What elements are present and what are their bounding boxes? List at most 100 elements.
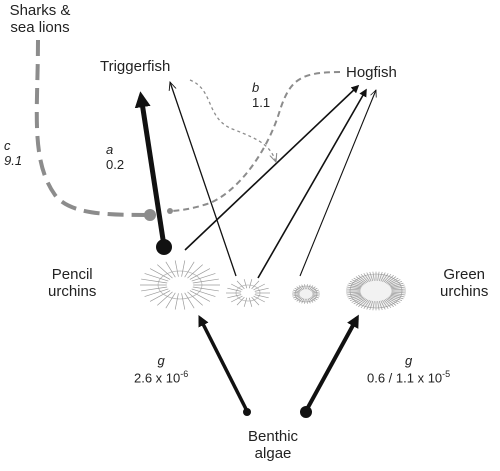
urchin-spine bbox=[296, 297, 302, 302]
urchin-spine bbox=[389, 295, 403, 302]
urchin-spine bbox=[292, 291, 300, 294]
urchin-spine bbox=[382, 273, 389, 282]
urchin-spine bbox=[351, 296, 364, 303]
urchin-spine bbox=[311, 296, 318, 301]
urchin-spine bbox=[157, 291, 173, 306]
urchin-spine bbox=[378, 271, 383, 282]
urchin-spine bbox=[388, 296, 401, 303]
algae-left-circle bbox=[243, 408, 251, 416]
urchin-spine bbox=[298, 285, 303, 291]
urchin-spine bbox=[366, 300, 372, 310]
urchin-spine bbox=[236, 280, 245, 290]
triggerfish-small-urchin-arrow bbox=[170, 82, 237, 277]
urchin-spine bbox=[187, 264, 203, 279]
urchin-spine bbox=[309, 285, 314, 291]
urchin-spine bbox=[248, 279, 253, 289]
urchin-spine bbox=[391, 286, 406, 290]
urchin-spine bbox=[386, 298, 397, 306]
triggerfish-label: Triggerfish bbox=[100, 58, 171, 75]
urchin-spine bbox=[382, 300, 389, 309]
urchin-spine bbox=[189, 290, 211, 302]
urchin-spine bbox=[390, 294, 404, 300]
shark-interaction-dashed-line bbox=[34, 39, 151, 217]
urchin-spine bbox=[253, 295, 266, 303]
urchin-spine bbox=[390, 282, 404, 288]
urchin-spine bbox=[349, 280, 363, 287]
urchin-spine bbox=[306, 284, 308, 290]
urchin-spine bbox=[294, 287, 301, 292]
urchin-spine bbox=[311, 289, 319, 293]
urchin-spine bbox=[309, 297, 314, 303]
urchin-spine bbox=[346, 286, 361, 290]
urchin-spine bbox=[347, 293, 362, 298]
urchin-spine bbox=[301, 298, 305, 304]
urchin-spine bbox=[391, 288, 406, 291]
urchin-spine bbox=[230, 283, 243, 291]
urchin-spine bbox=[191, 288, 216, 297]
urchin-spine bbox=[377, 301, 380, 311]
urchin-spine bbox=[307, 298, 311, 304]
hogfish-interaction-circle bbox=[167, 208, 173, 214]
hogfish-label: Hogfish bbox=[346, 64, 397, 81]
urchin-spine bbox=[184, 261, 195, 278]
urchin-spine bbox=[141, 286, 168, 292]
urchin-spine bbox=[236, 296, 245, 306]
urchin-spine bbox=[191, 273, 216, 282]
urchin-spine bbox=[292, 294, 300, 297]
urchin-spine bbox=[387, 277, 399, 285]
urchin-spine bbox=[192, 278, 219, 284]
urchin-spine bbox=[294, 296, 301, 301]
urchin-spine bbox=[174, 260, 179, 277]
urchin-spine bbox=[230, 295, 243, 303]
urchin-spine bbox=[346, 288, 361, 291]
urchin-spine bbox=[348, 282, 362, 288]
urchin-spine bbox=[296, 286, 302, 291]
urchin-spine bbox=[389, 280, 403, 287]
urchin-spine bbox=[378, 300, 383, 311]
urchin-spine bbox=[165, 292, 176, 309]
urchin-spine bbox=[141, 278, 168, 284]
urchin-spine bbox=[363, 273, 370, 282]
urchin-spine bbox=[248, 297, 253, 307]
urchin-spine bbox=[181, 260, 186, 277]
urchin-spine bbox=[227, 287, 242, 292]
benthic-algae-label: Benthic algae bbox=[248, 428, 299, 463]
urchin-spine bbox=[358, 275, 368, 284]
urchin-spine bbox=[346, 292, 361, 296]
pencil-hogfish-arrow bbox=[184, 84, 360, 251]
urchin-spine bbox=[304, 298, 306, 304]
urchin-spine bbox=[377, 271, 380, 281]
urchin-spine bbox=[174, 293, 179, 310]
urchin-spine bbox=[363, 300, 370, 309]
urchin-spine bbox=[360, 299, 369, 309]
green-urchins-label: Green urchins bbox=[440, 266, 489, 301]
urchin-spine bbox=[346, 291, 361, 294]
triggerfish-dashed-curve bbox=[189, 79, 276, 162]
urchin-spine bbox=[360, 273, 369, 283]
urchin-spine bbox=[251, 280, 260, 290]
pencil-urchins-label: Pencil urchins bbox=[48, 266, 97, 301]
urchin-spine bbox=[149, 268, 171, 280]
urchin-spine bbox=[390, 284, 405, 289]
triggerfish-pencil-thick-arrow bbox=[134, 91, 167, 247]
urchin-spine bbox=[384, 275, 394, 284]
urchin-spine bbox=[310, 297, 316, 302]
urchin-spine bbox=[293, 289, 301, 293]
urchin-spine bbox=[372, 301, 375, 311]
urchin-spine bbox=[388, 279, 401, 286]
urchin-spine bbox=[311, 295, 319, 299]
urchin-spine bbox=[254, 287, 269, 292]
urchin-spine bbox=[306, 298, 308, 304]
urchin-spine bbox=[391, 291, 406, 294]
urchin-spine bbox=[355, 276, 366, 284]
urchin-spine bbox=[348, 294, 362, 300]
urchin-spine bbox=[181, 293, 186, 310]
urchin-spine bbox=[165, 261, 176, 278]
urchin-spine bbox=[251, 296, 260, 306]
urchin-spine bbox=[187, 291, 203, 306]
